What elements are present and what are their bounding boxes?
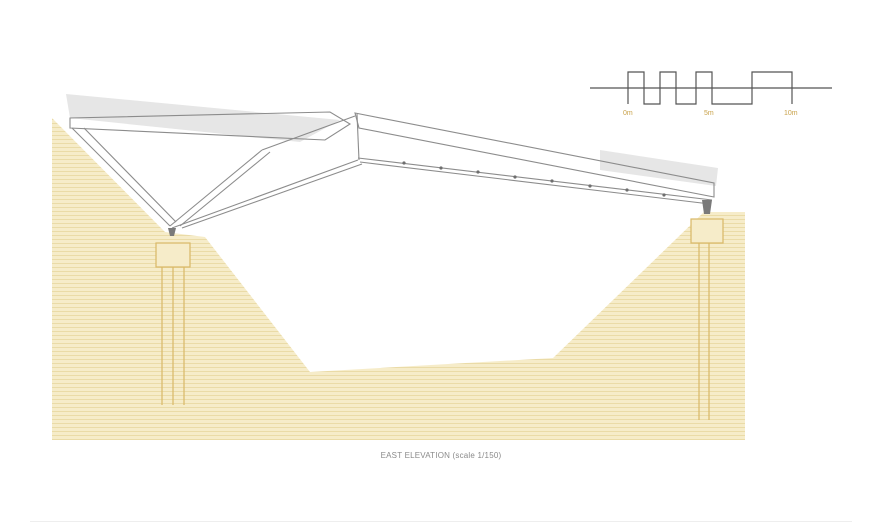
left-pile-cap [155,242,191,268]
roof-shade-right [600,150,718,186]
purlin-mark [439,166,443,170]
purlin-mark [402,161,406,165]
bearings [168,200,712,236]
right-pile-cap [690,218,724,244]
purlin-mark [588,184,592,188]
left-bearing [168,228,176,236]
scale-label-0: 0m [623,110,633,117]
main-bottom-chord [357,157,713,201]
right-foundation [690,218,724,420]
scale-label-5: 5m [704,110,714,117]
purlin-mark [662,193,666,197]
roof-structure [69,111,715,229]
valley-strut-2 [179,151,271,227]
purlin-mark [625,188,629,192]
scale-bar [590,71,832,105]
apex-post [356,113,360,161]
roof-shade-left [66,94,340,142]
rise-strut-3 [181,163,363,229]
ground-section [52,118,745,440]
left-top-chord [69,111,352,141]
purlin-mark [550,179,554,183]
purlin-mark [476,170,480,174]
rise-strut-2 [171,159,359,229]
purlin-mark [513,175,517,179]
right-bearing [702,200,712,214]
rise-strut-1 [261,115,356,151]
valley-strut-1 [169,149,263,227]
scale-segments [627,71,793,105]
left-strut-2 [83,127,177,223]
left-foundation [155,242,191,405]
drawing-caption: EAST ELEVATION (scale 1/150) [380,451,502,460]
main-top-chord [354,112,715,198]
left-strut-1 [71,127,171,227]
main-bottom-chord-inner [359,161,711,205]
purlin-marks [402,161,666,197]
scale-label-10: 10m [784,110,798,117]
bottom-divider [30,521,852,522]
